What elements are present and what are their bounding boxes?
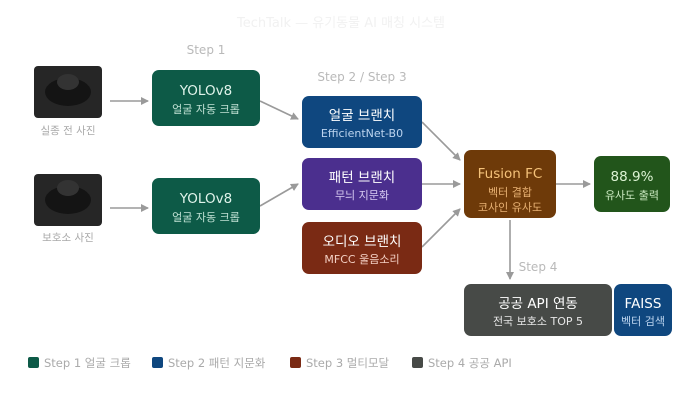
pattern-branch-title: 패턴 브랜치	[329, 170, 395, 186]
legend-label-step4: Step 4 공공 API	[428, 356, 512, 370]
face-branch-title: 얼굴 브랜치	[329, 108, 395, 124]
yolo-top-node: YOLOv8 얼굴 자동 크롭	[152, 70, 260, 126]
step4-label: Step 4	[519, 260, 558, 274]
audio-branch-sub: MFCC 울음소리	[324, 253, 399, 266]
legend-swatch-step1	[28, 357, 39, 368]
public-api-title: 공공 API 연동	[498, 296, 578, 312]
faiss-node: FAISS 벡터 검색	[614, 284, 672, 336]
step1-label: Step 1	[187, 43, 226, 57]
yolo-bottom-node: YOLOv8 얼굴 자동 크롭	[152, 178, 260, 234]
faiss-sub: 벡터 검색	[621, 315, 665, 328]
yolo-top-sub: 얼굴 자동 크롭	[172, 102, 240, 116]
fusion-sub1: 벡터 결합	[488, 186, 532, 199]
legend: Step 1 얼굴 크롭 Step 2 패턴 지문화 Step 3 멀티모달 S…	[28, 356, 512, 370]
legend-swatch-step3	[290, 357, 301, 368]
public-api-node: 공공 API 연동 전국 보호소 TOP 5	[464, 284, 612, 336]
audio-branch-title: 오디오 브랜치	[323, 234, 402, 250]
pattern-branch-node: 패턴 브랜치 무늬 지문화	[302, 158, 422, 210]
shelter-photo: 보호소 사진	[34, 174, 102, 244]
yolo-bottom-title: YOLOv8	[179, 191, 232, 207]
face-branch-node: 얼굴 브랜치 EfficientNet-B0	[302, 96, 422, 148]
legend-label-step3: Step 3 멀티모달	[306, 356, 390, 370]
fusion-sub2: 코사인 유사도	[478, 201, 542, 214]
yolo-bottom-sub: 얼굴 자동 크롭	[172, 210, 240, 224]
step23-label: Step 2 / Step 3	[317, 70, 406, 84]
legend-label-step1: Step 1 얼굴 크롭	[44, 356, 131, 370]
audio-branch-node: 오디오 브랜치 MFCC 울음소리	[302, 222, 422, 274]
result-sub: 유사도 출력	[605, 189, 659, 202]
faiss-title: FAISS	[625, 296, 662, 312]
pattern-branch-sub: 무늬 지문화	[335, 189, 389, 202]
legend-swatch-step4	[412, 357, 423, 368]
connector-arrows	[110, 97, 591, 280]
fusion-node: Fusion FC 벡터 결합 코사인 유사도	[464, 150, 556, 218]
result-value: 88.9%	[611, 169, 654, 185]
lost-pet-caption: 실종 전 사진	[41, 125, 96, 137]
public-api-sub: 전국 보호소 TOP 5	[493, 315, 583, 328]
diagram-title: TechTalk — 유기동물 AI 매칭 시스템	[236, 16, 445, 31]
face-branch-sub: EfficientNet-B0	[321, 127, 403, 140]
legend-swatch-step2	[152, 357, 163, 368]
shelter-photo-caption: 보호소 사진	[42, 232, 94, 244]
yolo-top-title: YOLOv8	[179, 83, 232, 99]
fusion-title: Fusion FC	[478, 166, 543, 182]
lost-pet-photo: 실종 전 사진	[34, 66, 102, 137]
result-node: 88.9% 유사도 출력	[594, 156, 670, 212]
legend-label-step2: Step 2 패턴 지문화	[168, 356, 266, 370]
